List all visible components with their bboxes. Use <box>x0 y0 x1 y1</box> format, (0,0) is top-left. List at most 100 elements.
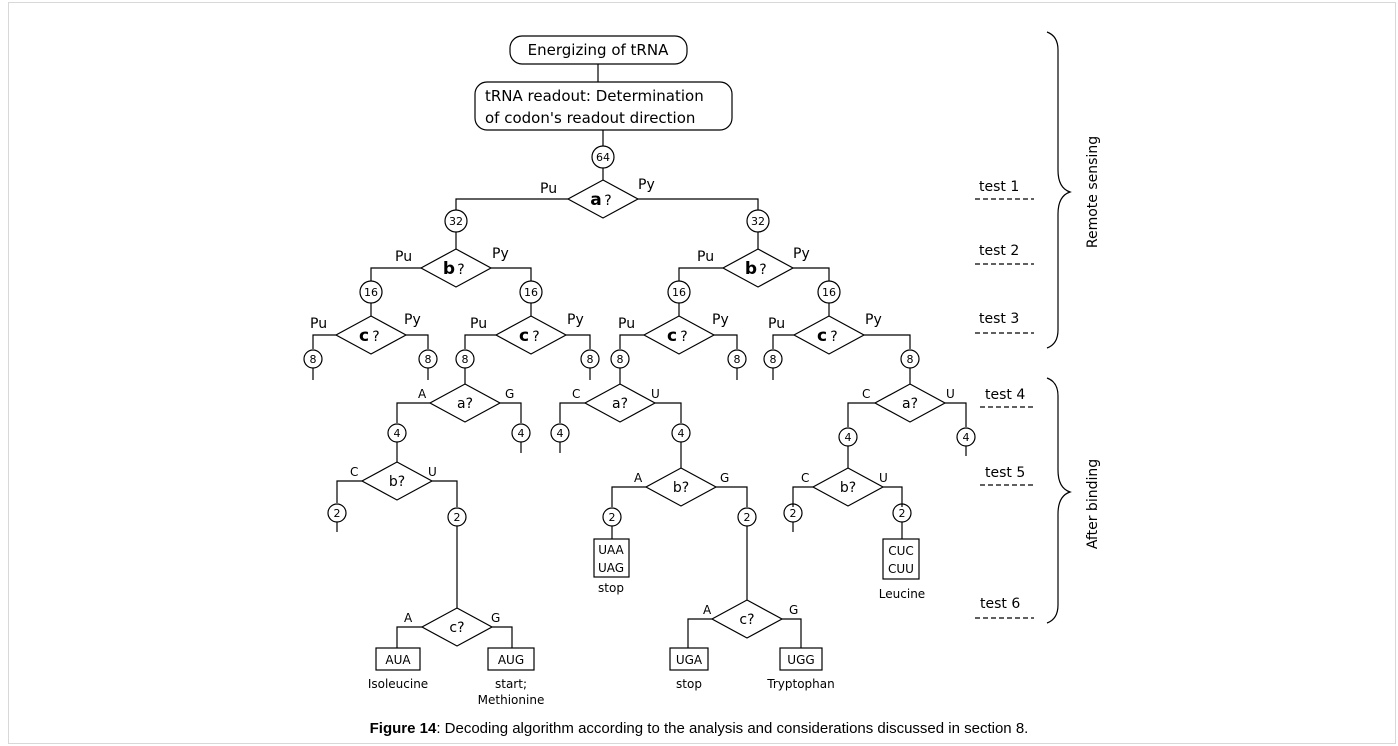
count-8-label: 8 <box>310 353 317 366</box>
codon-aua: AUA <box>385 653 411 667</box>
readout-node-line2: of codon's readout direction <box>485 109 695 127</box>
decision-qmark: ? <box>532 329 539 345</box>
connector <box>864 334 911 349</box>
decision-c-2 <box>494 315 568 355</box>
decision-a-left <box>428 383 502 423</box>
branch-G: G <box>720 471 729 485</box>
codon-uag: UAG <box>598 561 624 575</box>
connector <box>406 334 429 349</box>
count-4-label: 4 <box>845 431 852 444</box>
test-5-label: test 5 <box>985 465 1025 481</box>
decision-qmark: ? <box>759 262 766 278</box>
connector <box>619 334 644 349</box>
connector <box>491 267 532 281</box>
connector <box>792 486 813 507</box>
connector <box>312 334 336 349</box>
after-binding-brace <box>1046 377 1072 624</box>
amino-label-leucine: Leucine <box>879 587 925 601</box>
decision-qmark: ? <box>372 329 379 345</box>
count-2-label: 2 <box>609 511 616 524</box>
connector <box>847 402 875 427</box>
connector <box>716 486 748 507</box>
figure-frame <box>8 2 1396 744</box>
branch-C: C <box>801 471 809 485</box>
count-8-label: 8 <box>770 353 777 366</box>
count-8-label: 8 <box>462 353 469 366</box>
decision-b-bold: b <box>443 259 455 279</box>
codon-uaa: UAA <box>598 543 624 557</box>
decision-b-left-binding <box>360 461 434 501</box>
count-8-label: 8 <box>587 353 594 366</box>
connector <box>566 334 591 349</box>
codon-box-cuc-cuu <box>882 538 920 580</box>
count-2-label: 2 <box>454 511 461 524</box>
branch-py: Py <box>712 312 729 328</box>
codon-box-aua <box>375 647 421 671</box>
connector <box>678 267 723 281</box>
decision-b-bold: b <box>745 259 757 279</box>
decision-c-bold: c <box>359 326 369 346</box>
connector <box>336 480 362 503</box>
decision-a-bold: a <box>590 190 601 210</box>
codon-box-aug <box>487 647 535 671</box>
connector <box>370 267 421 281</box>
branch-U: U <box>428 465 437 479</box>
decision-b-label: b? <box>389 474 405 490</box>
branch-py: Py <box>404 312 421 328</box>
branch-A: A <box>418 387 427 401</box>
branch-py: Py <box>638 177 655 193</box>
count-4-label: 4 <box>557 427 564 440</box>
branch-C: C <box>350 465 358 479</box>
amino-label-isoleucine: Isoleucine <box>368 677 428 691</box>
decision-a-label: a? <box>457 396 473 412</box>
figure-caption: Figure 14: Decoding algorithm according … <box>0 720 1398 737</box>
decision-a-label: a? <box>902 396 918 412</box>
connector <box>714 334 738 349</box>
decision-a-label: a? <box>612 396 628 412</box>
branch-A: A <box>634 471 643 485</box>
count-8-label: 8 <box>425 353 432 366</box>
branch-pu: Pu <box>540 181 557 197</box>
decision-qmark: ? <box>604 193 611 209</box>
codon-uga: UGA <box>676 653 703 667</box>
decision-qmark: ? <box>680 329 687 345</box>
branch-pu: Pu <box>618 316 635 332</box>
count-16-label: 16 <box>672 286 686 299</box>
amino-label-stop-uga: stop <box>676 677 702 691</box>
decision-qmark: ? <box>457 262 464 278</box>
branch-pu: Pu <box>395 249 412 265</box>
connector <box>638 198 759 210</box>
decision-c-left-binding <box>420 607 494 647</box>
branch-G: G <box>505 387 514 401</box>
branch-U: U <box>946 387 955 401</box>
codon-aug: AUG <box>498 653 524 667</box>
branch-pu: Pu <box>310 316 327 332</box>
count-2-label: 2 <box>744 511 751 524</box>
decision-c-3 <box>642 315 716 355</box>
count-4-label: 4 <box>963 431 970 444</box>
test-3-label: test 3 <box>979 311 1019 327</box>
connector <box>559 402 585 423</box>
decision-b-right-binding <box>811 467 885 507</box>
decision-c-bold: c <box>519 326 529 346</box>
connector <box>883 486 903 507</box>
count-8-label: 8 <box>907 353 914 366</box>
decision-c-bold: c <box>817 326 827 346</box>
codon-box-uaa-uag <box>593 538 630 578</box>
test-4-label: test 4 <box>985 387 1025 403</box>
count-4-label: 4 <box>394 427 401 440</box>
decision-c-right-binding <box>710 599 784 639</box>
connector <box>945 402 967 427</box>
decision-c-label: c? <box>739 612 754 628</box>
energizing-node-label: Energizing of tRNA <box>528 41 669 59</box>
decision-b-middle-binding <box>644 467 718 507</box>
decision-qmark: ? <box>830 329 837 345</box>
branch-py: Py <box>492 246 509 262</box>
branch-py: Py <box>793 246 810 262</box>
decision-c-label: c? <box>449 620 464 636</box>
branch-pu: Pu <box>470 316 487 332</box>
count-16-label: 16 <box>524 286 538 299</box>
branch-C: C <box>572 387 580 401</box>
connector <box>396 626 422 648</box>
branch-C: C <box>862 387 870 401</box>
